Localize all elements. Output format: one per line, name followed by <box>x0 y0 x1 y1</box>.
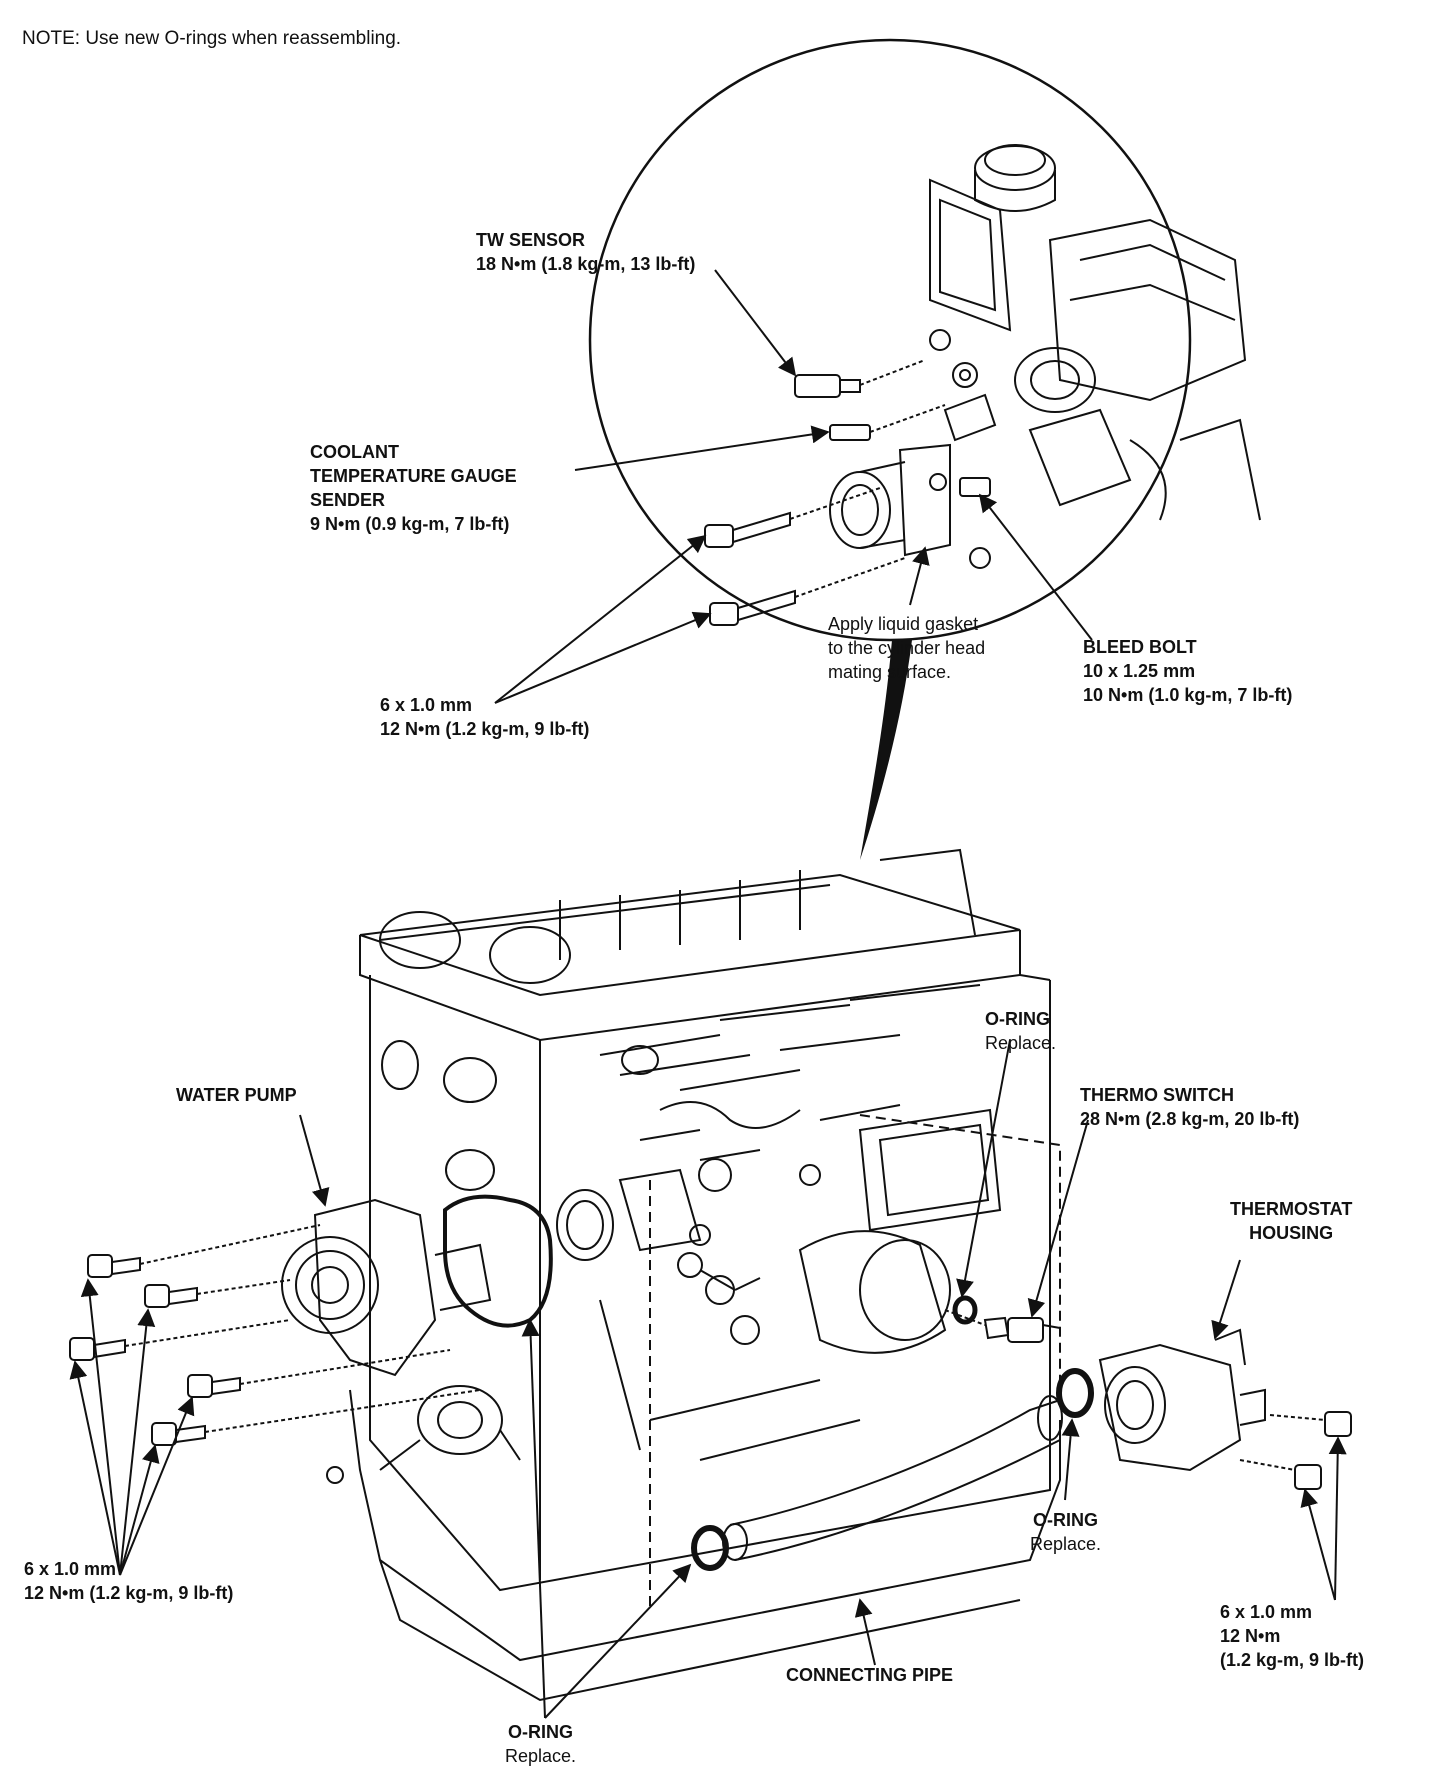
water-pump-label: WATER PUMP <box>176 1085 297 1105</box>
connecting-pipe-label: CONNECTING PIPE <box>786 1665 954 1685</box>
o-ring-right-label: O-RING Replace. <box>985 1009 1057 1053</box>
liquid-gasket-note: Apply liquid gasket to the cylinder head… <box>828 614 986 682</box>
detail-circle <box>588 38 1192 860</box>
o-ring-pipe-label: O-RING Replace. <box>1030 1510 1102 1554</box>
bleed-bolt-label: BLEED BOLT 10 x 1.25 mm 10 N•m (1.0 kg-m… <box>1083 637 1293 705</box>
thermo-switch-label: THERMO SWITCH 28 N•m (2.8 kg-m, 20 lb-ft… <box>1080 1085 1300 1129</box>
note-text: NOTE: Use new O-rings when reassembling. <box>22 28 402 49</box>
o-ring-right-part <box>952 1295 978 1325</box>
o-ring-pipe-part <box>691 1525 729 1571</box>
cylinder-head-detail <box>704 144 1261 626</box>
housing-bolts-label: 6 x 1.0 mm 12 N•m (1.2 kg-m, 9 lb-ft) <box>380 695 590 739</box>
engine-block <box>326 848 1061 1702</box>
water-pump <box>281 1189 614 1377</box>
leader-lines <box>69 269 1347 1719</box>
o-ring-housing-part <box>1056 1368 1094 1418</box>
thermostat-housing-label: THERMOSTAT HOUSING <box>1230 1199 1353 1243</box>
tw-sensor-label: TW SENSOR 18 N•m (1.8 kg-m, 13 lb-ft) <box>476 230 696 274</box>
pump-bolts-label: 6 x 1.0 mm 12 N•m (1.2 kg-m, 9 lb-ft) <box>24 1559 234 1603</box>
coolant-sender-label: COOLANT TEMPERATURE GAUGE SENDER 9 N•m (… <box>310 442 517 534</box>
thermostat-housing-part <box>1098 1328 1352 1490</box>
thermo-switch-part <box>944 1309 1061 1343</box>
connecting-pipe-part <box>722 1395 1063 1561</box>
o-ring-bottom-label: O-RING Replace. <box>505 1722 577 1766</box>
thermostat-bolts-label: 6 x 1.0 mm 12 N•m (1.2 kg-m, 9 lb-ft) <box>1220 1602 1365 1670</box>
pump-bolts <box>69 1224 481 1446</box>
